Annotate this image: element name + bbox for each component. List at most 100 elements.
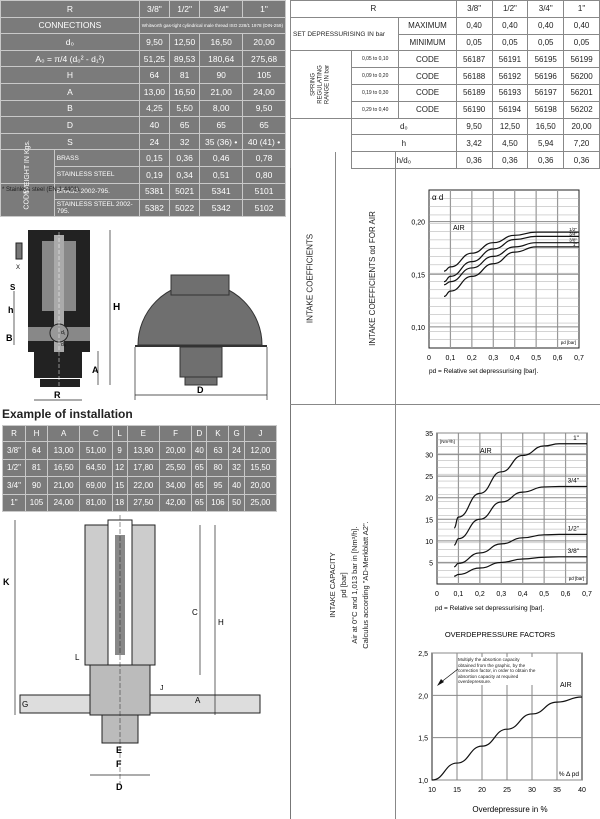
cell: 5102 [242,199,286,217]
series-line-1 [453,485,587,546]
cell: 25,00 [243,493,278,512]
cell: 18 [111,493,128,512]
cell: 56190 [455,100,493,119]
valve-section-drawing: H A R h B S X d₁ d₀ D [6,220,268,401]
cell: 105 [24,493,49,512]
cell: 56192 [491,67,529,85]
row-label: B [0,99,140,118]
header-cell: 1/2" [169,0,201,18]
x-tick-label: 0,1 [454,591,464,598]
cell: 9,50 [242,99,286,118]
cell: 5,50 [169,99,201,118]
y-tick-label: 20 [425,496,433,503]
cell: 56187 [455,50,493,69]
series-label: 3/8" [569,238,577,243]
cell: 0,36 [563,151,600,169]
cell: 16,50 [527,117,565,136]
cell: 0,36 [169,149,201,167]
header-cell: 3/8" [138,0,171,18]
header-cell: H [24,425,49,442]
row-label: MINIMUM [398,33,457,52]
x-tick-label: 20 [478,787,486,794]
cell: 0,19 [138,165,171,184]
y-tick-label: 0,15 [411,272,425,279]
row-label: A [0,82,140,101]
cell: 0,40 [455,16,493,35]
cell: 0,36 [455,151,493,169]
arrow-head-icon [437,679,444,686]
dim-B: B [6,333,13,343]
header-cell: A [46,425,81,442]
spring-range-label: SPRING REGULATING RANGE IN bar [290,50,352,119]
intake-coefficients-air-label: INTAKE COEFFICIENTS αd FOR AIR [368,211,377,346]
y-tick-label: 1,5 [418,736,428,743]
cell: 106 [206,493,230,512]
cell: 40 [138,116,171,134]
cell: 13,00 [138,82,171,101]
cell: Whitworth gas-tight cylindrical male thr… [138,16,287,35]
note-text: Multiply the absortion capacity obtained… [458,657,538,685]
cell: 180,64 [199,49,244,68]
cell: 50 [228,493,245,512]
x-tick-label: 0,5 [539,591,549,598]
cell: 27,50 [126,493,160,512]
row-label: h [351,134,457,153]
valve-external-view [134,274,268,400]
cell: 69,00 [79,476,113,495]
x-tick-label: 0,6 [561,591,571,598]
cell: 0,36 [527,151,565,169]
cell: 0,05 [563,33,600,52]
dim-L: L [75,653,80,662]
row-label: STAINLESS STEEL 2002-795. [53,199,140,217]
series-line-3 [443,246,579,297]
cell: 3/8" [2,441,26,460]
cell: 24 [228,441,245,460]
cell: 42,00 [158,493,193,512]
x-tick-label: 30 [528,787,536,794]
header-cell: F [158,425,193,442]
header-cell: E [126,425,160,442]
cell: 13,90 [126,441,160,460]
cell: 1" [2,493,26,512]
dim-J: J [160,685,164,692]
row-label: S [0,132,140,151]
series-label: 3/4" [568,477,580,484]
cell: 56198 [527,100,565,119]
dim-E: E [116,745,122,755]
header-cell: 1" [242,0,286,18]
cell: 17,80 [126,458,160,477]
cell: 5101 [242,182,286,201]
x-tick-label: 0,5 [531,355,541,362]
intake-capacity-note2: Calculus according "AD-Merkblatt A2". [361,521,370,649]
cell: 56189 [455,83,493,102]
cell: 24,00 [46,493,81,512]
row-label: MAXIMUM [398,16,457,35]
cell: 25,50 [158,458,193,477]
x-tick-label: 0,2 [475,591,485,598]
code-group-label: CODE [0,182,55,217]
cell: 90 [199,66,244,84]
cell: 8,00 [199,99,244,118]
installation-section [14,515,261,785]
cell: 5021 [169,182,201,201]
valve-cross-section [13,220,111,401]
cell: 275,68 [242,49,286,68]
row-label: CODE [398,83,457,102]
header-cell: 1/2" [491,0,529,18]
x-tick-label: 0,1 [446,355,456,362]
series-line-0 [453,443,587,529]
intake-capacity-title: INTAKE CAPACITY [328,552,337,618]
y-tick-label: 0,20 [411,220,425,227]
cell: 16,50 [46,458,81,477]
row-label: D [0,116,140,134]
cell: 89,53 [169,49,201,68]
header-cell: 3/8" [455,0,493,18]
